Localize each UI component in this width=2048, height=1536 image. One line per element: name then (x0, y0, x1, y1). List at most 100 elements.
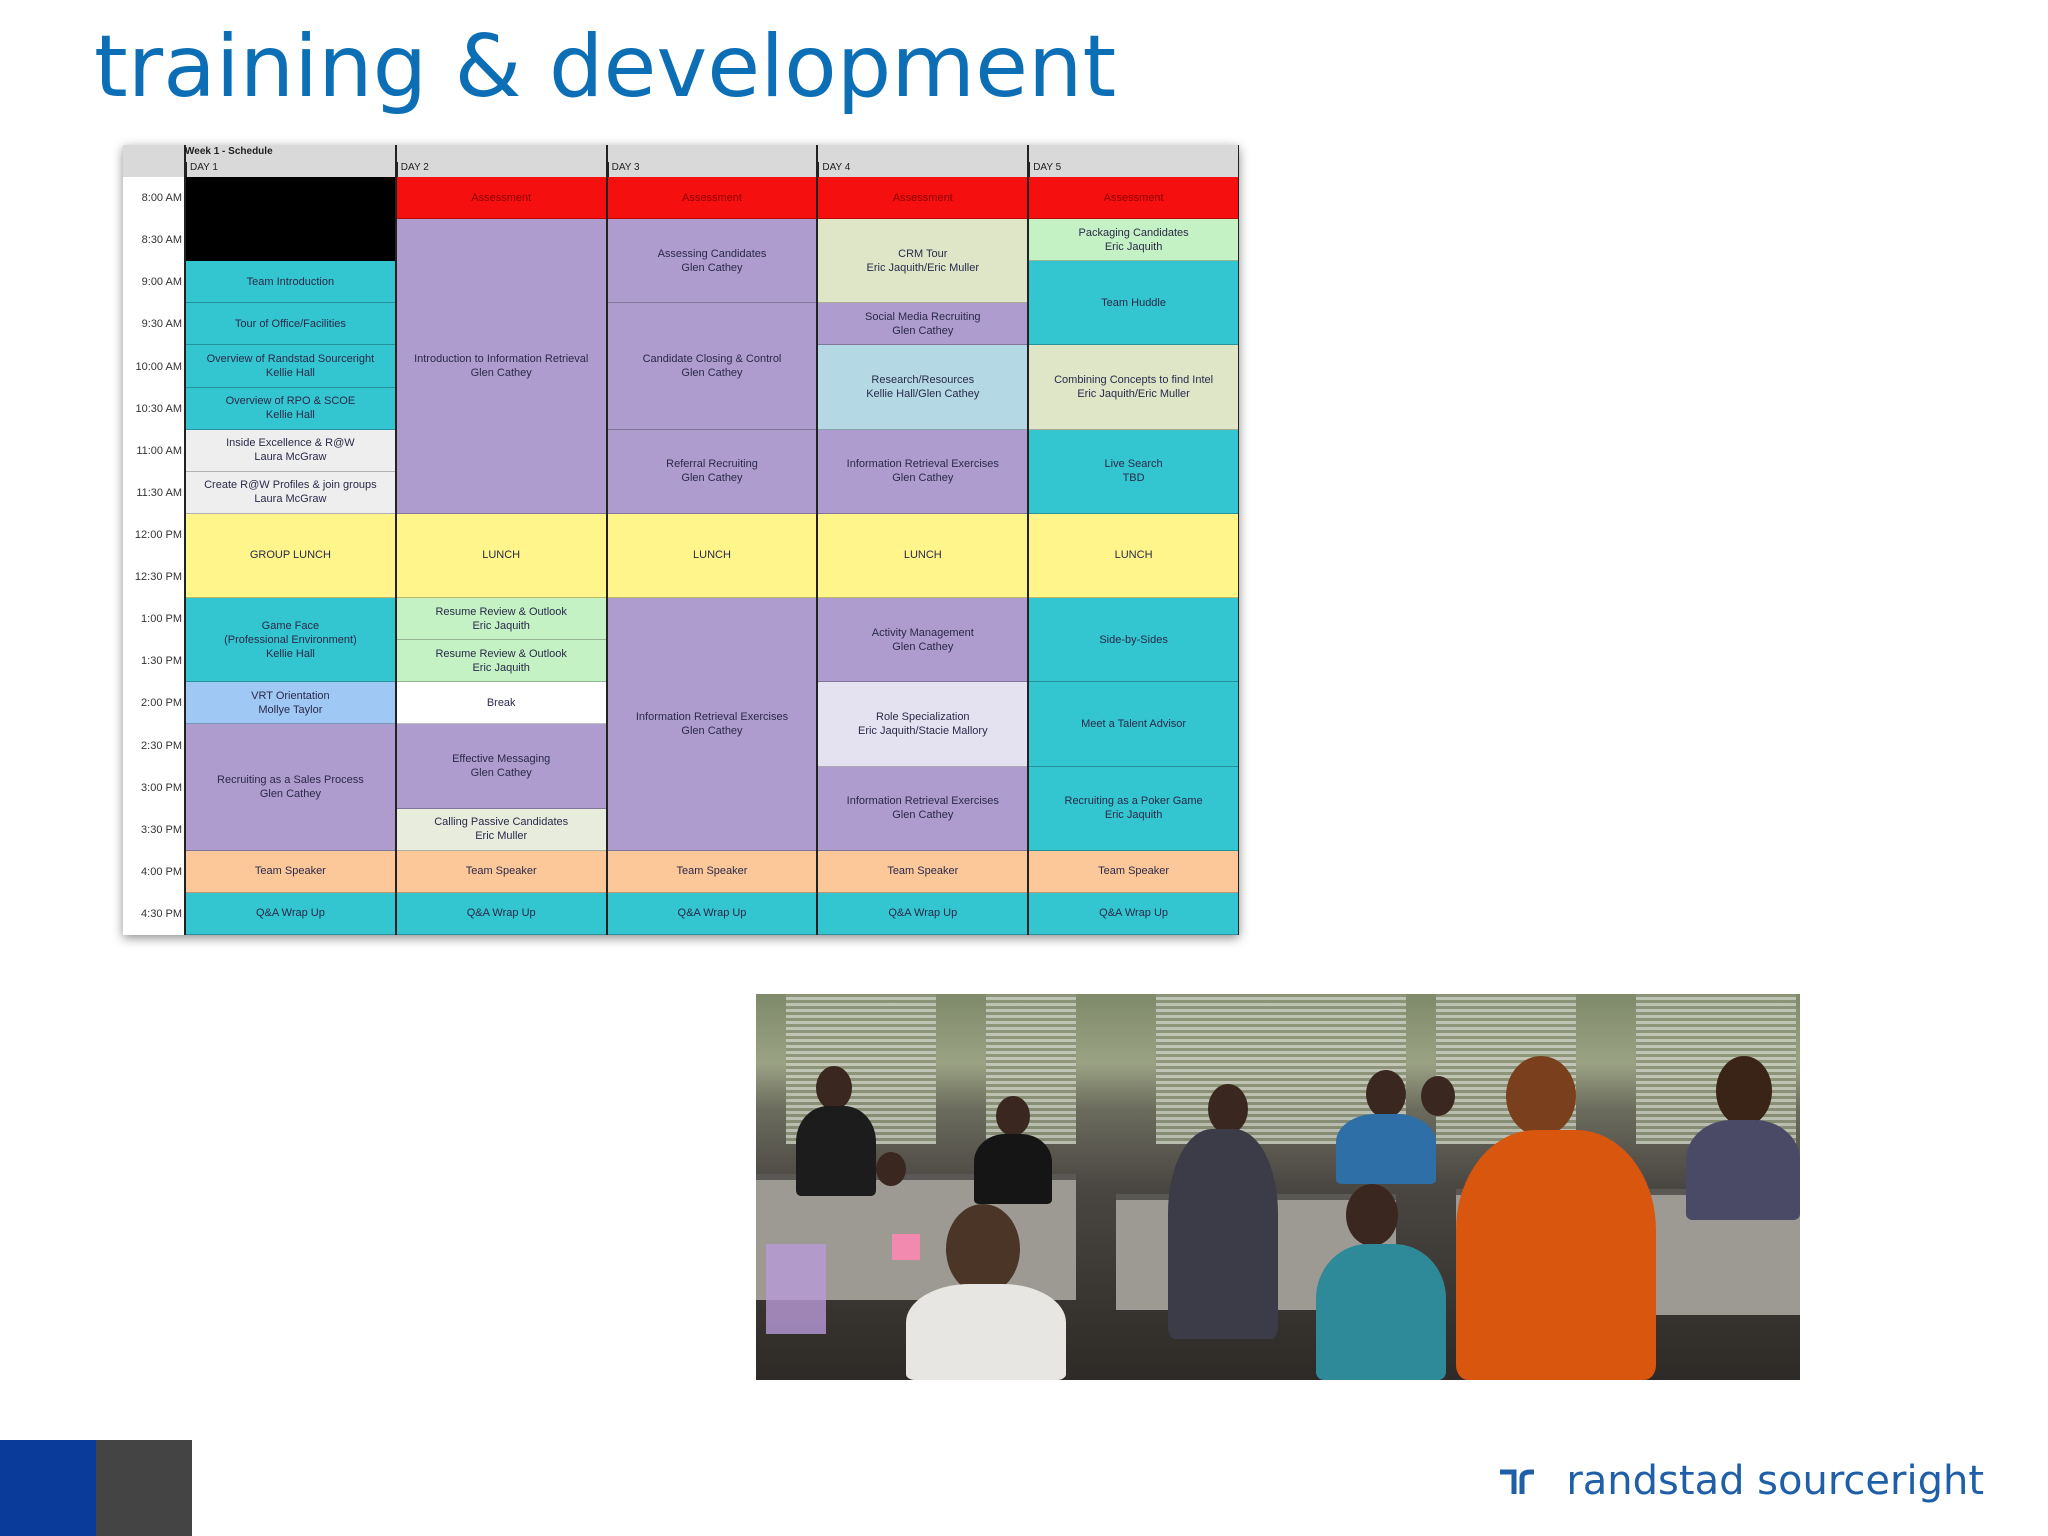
training-room-photo (756, 994, 1800, 1380)
time-label: 1:30 PM (141, 655, 182, 668)
schedule-session: Q&A Wrap Up (395, 892, 607, 935)
time-label: 3:30 PM (141, 823, 182, 836)
schedule-session: Effective Messaging Glen Cathey (395, 724, 607, 809)
schedule-session: VRT Orientation Mollye Taylor (185, 682, 396, 725)
person-head (1506, 1056, 1576, 1136)
schedule-session: Game Face (Professional Environment) Kel… (185, 598, 396, 683)
footer-gray-block (96, 1440, 192, 1536)
schedule-session: Introduction to Information Retrieval Gl… (395, 219, 607, 514)
person-head (946, 1204, 1020, 1294)
time-label: 4:30 PM (141, 907, 182, 920)
schedule-session: Team Speaker (1028, 850, 1239, 893)
schedule-session: Resume Review & Outlook Eric Jaquith (395, 598, 607, 641)
time-label: 2:00 PM (141, 697, 182, 710)
person-head (1208, 1084, 1248, 1134)
schedule-session: Assessment (1028, 177, 1239, 220)
person-head (876, 1152, 906, 1186)
person-body (1168, 1129, 1278, 1339)
schedule-session: Information Retrieval Exercises Glen Cat… (606, 598, 818, 851)
person-head (816, 1066, 852, 1110)
column-separator (605, 145, 608, 935)
column-separator (394, 145, 397, 935)
person-body (906, 1284, 1066, 1380)
schedule-session: Referral Recruiting Glen Cathey (606, 429, 818, 514)
brand-logo: randstad sourceright (1498, 1458, 1984, 1504)
schedule-session: Overview of RPO & SCOE Kellie Hall (185, 387, 396, 430)
schedule-session: Information Retrieval Exercises Glen Cat… (817, 429, 1029, 514)
schedule-session: Combining Concepts to find Intel Eric Ja… (1028, 345, 1239, 430)
schedule-session: Assessing Candidates Glen Cathey (606, 219, 818, 304)
schedule-session: Live Search TBD (1028, 429, 1239, 514)
schedule-session: Recruiting as a Sales Process Glen Cathe… (185, 724, 396, 851)
schedule-session: Team Speaker (185, 850, 396, 893)
schedule-session: Q&A Wrap Up (185, 892, 396, 935)
time-label: 1:00 PM (141, 613, 182, 626)
schedule-session: CRM Tour Eric Jaquith/Eric Muller (817, 219, 1029, 304)
column-separator (1027, 145, 1030, 935)
schedule-session: Create R@W Profiles & join groups Laura … (185, 471, 396, 514)
schedule-session: Q&A Wrap Up (1028, 892, 1239, 935)
schedule-session: Tour of Office/Facilities (185, 303, 396, 346)
day-header: DAY 1 (185, 162, 396, 177)
person-body (1456, 1130, 1656, 1380)
schedule-session: Candidate Closing & Control Glen Cathey (606, 303, 818, 430)
schedule-session: LUNCH (817, 513, 1029, 599)
schedule-session: Research/Resources Kellie Hall/Glen Cath… (817, 345, 1029, 430)
day-header: DAY 4 (817, 162, 1028, 177)
schedule-session: LUNCH (606, 513, 818, 599)
time-label: 2:30 PM (141, 739, 182, 752)
schedule-session: Team Speaker (395, 850, 607, 893)
schedule-session: Social Media Recruiting Glen Cathey (817, 303, 1029, 346)
randstad-logo-icon (1500, 1469, 1535, 1494)
time-label: 10:00 AM (135, 360, 182, 373)
schedule-session (185, 177, 396, 262)
schedule-session: Meet a Talent Advisor (1028, 682, 1239, 767)
person-body (1316, 1244, 1446, 1380)
schedule-session: Q&A Wrap Up (817, 892, 1029, 935)
column-separator (816, 145, 819, 935)
person-body (796, 1106, 876, 1196)
schedule-session: Packaging Candidates Eric Jaquith (1028, 219, 1239, 262)
sticky-notes-wall (766, 1244, 826, 1334)
person-head (1421, 1076, 1455, 1116)
time-label: 9:00 AM (141, 276, 182, 289)
window-blind (1636, 994, 1796, 1144)
time-label: 8:30 AM (141, 234, 182, 247)
day-header: DAY 3 (606, 162, 818, 177)
schedule-session: GROUP LUNCH (185, 513, 396, 599)
schedule-session: Q&A Wrap Up (606, 892, 818, 935)
footer-blue-block (0, 1440, 96, 1536)
slide-title: training & development (94, 17, 1117, 117)
person-body (974, 1134, 1052, 1204)
column-separator (184, 145, 186, 935)
schedule-session: Calling Passive Candidates Eric Muller (395, 808, 607, 851)
schedule-session: Activity Management Glen Cathey (817, 598, 1029, 683)
schedule-session: Team Huddle (1028, 261, 1239, 346)
time-label: 11:00 AM (136, 444, 182, 457)
schedule-session: LUNCH (395, 513, 607, 599)
person-head (1716, 1056, 1772, 1126)
day-header: DAY 5 (1028, 162, 1239, 177)
schedule-session: Inside Excellence & R@W Laura McGraw (185, 429, 396, 472)
time-label: 3:00 PM (141, 781, 182, 794)
schedule-session: Assessment (395, 177, 607, 220)
time-label: 8:00 AM (141, 192, 182, 205)
schedule-session: Break (395, 682, 607, 725)
schedule-session: Resume Review & Outlook Eric Jaquith (395, 640, 607, 683)
person-head (1346, 1184, 1398, 1246)
sticky-note (892, 1234, 920, 1260)
person-body (1336, 1114, 1436, 1184)
schedule-session: Side-by-Sides (1028, 598, 1239, 683)
schedule-session: LUNCH (1028, 513, 1239, 599)
schedule-session: Recruiting as a Poker Game Eric Jaquith (1028, 766, 1239, 851)
person-body (1686, 1120, 1800, 1220)
schedule-session: Role Specialization Eric Jaquith/Stacie … (817, 682, 1029, 767)
time-label: 4:00 PM (141, 865, 182, 878)
column-separator (1238, 145, 1239, 935)
time-label: 12:30 PM (134, 571, 182, 584)
schedule-session: Team Speaker (817, 850, 1029, 893)
brand-name: randstad sourceright (1566, 1458, 1984, 1504)
schedule-session: Overview of Randstad Sourceright Kellie … (185, 345, 396, 388)
